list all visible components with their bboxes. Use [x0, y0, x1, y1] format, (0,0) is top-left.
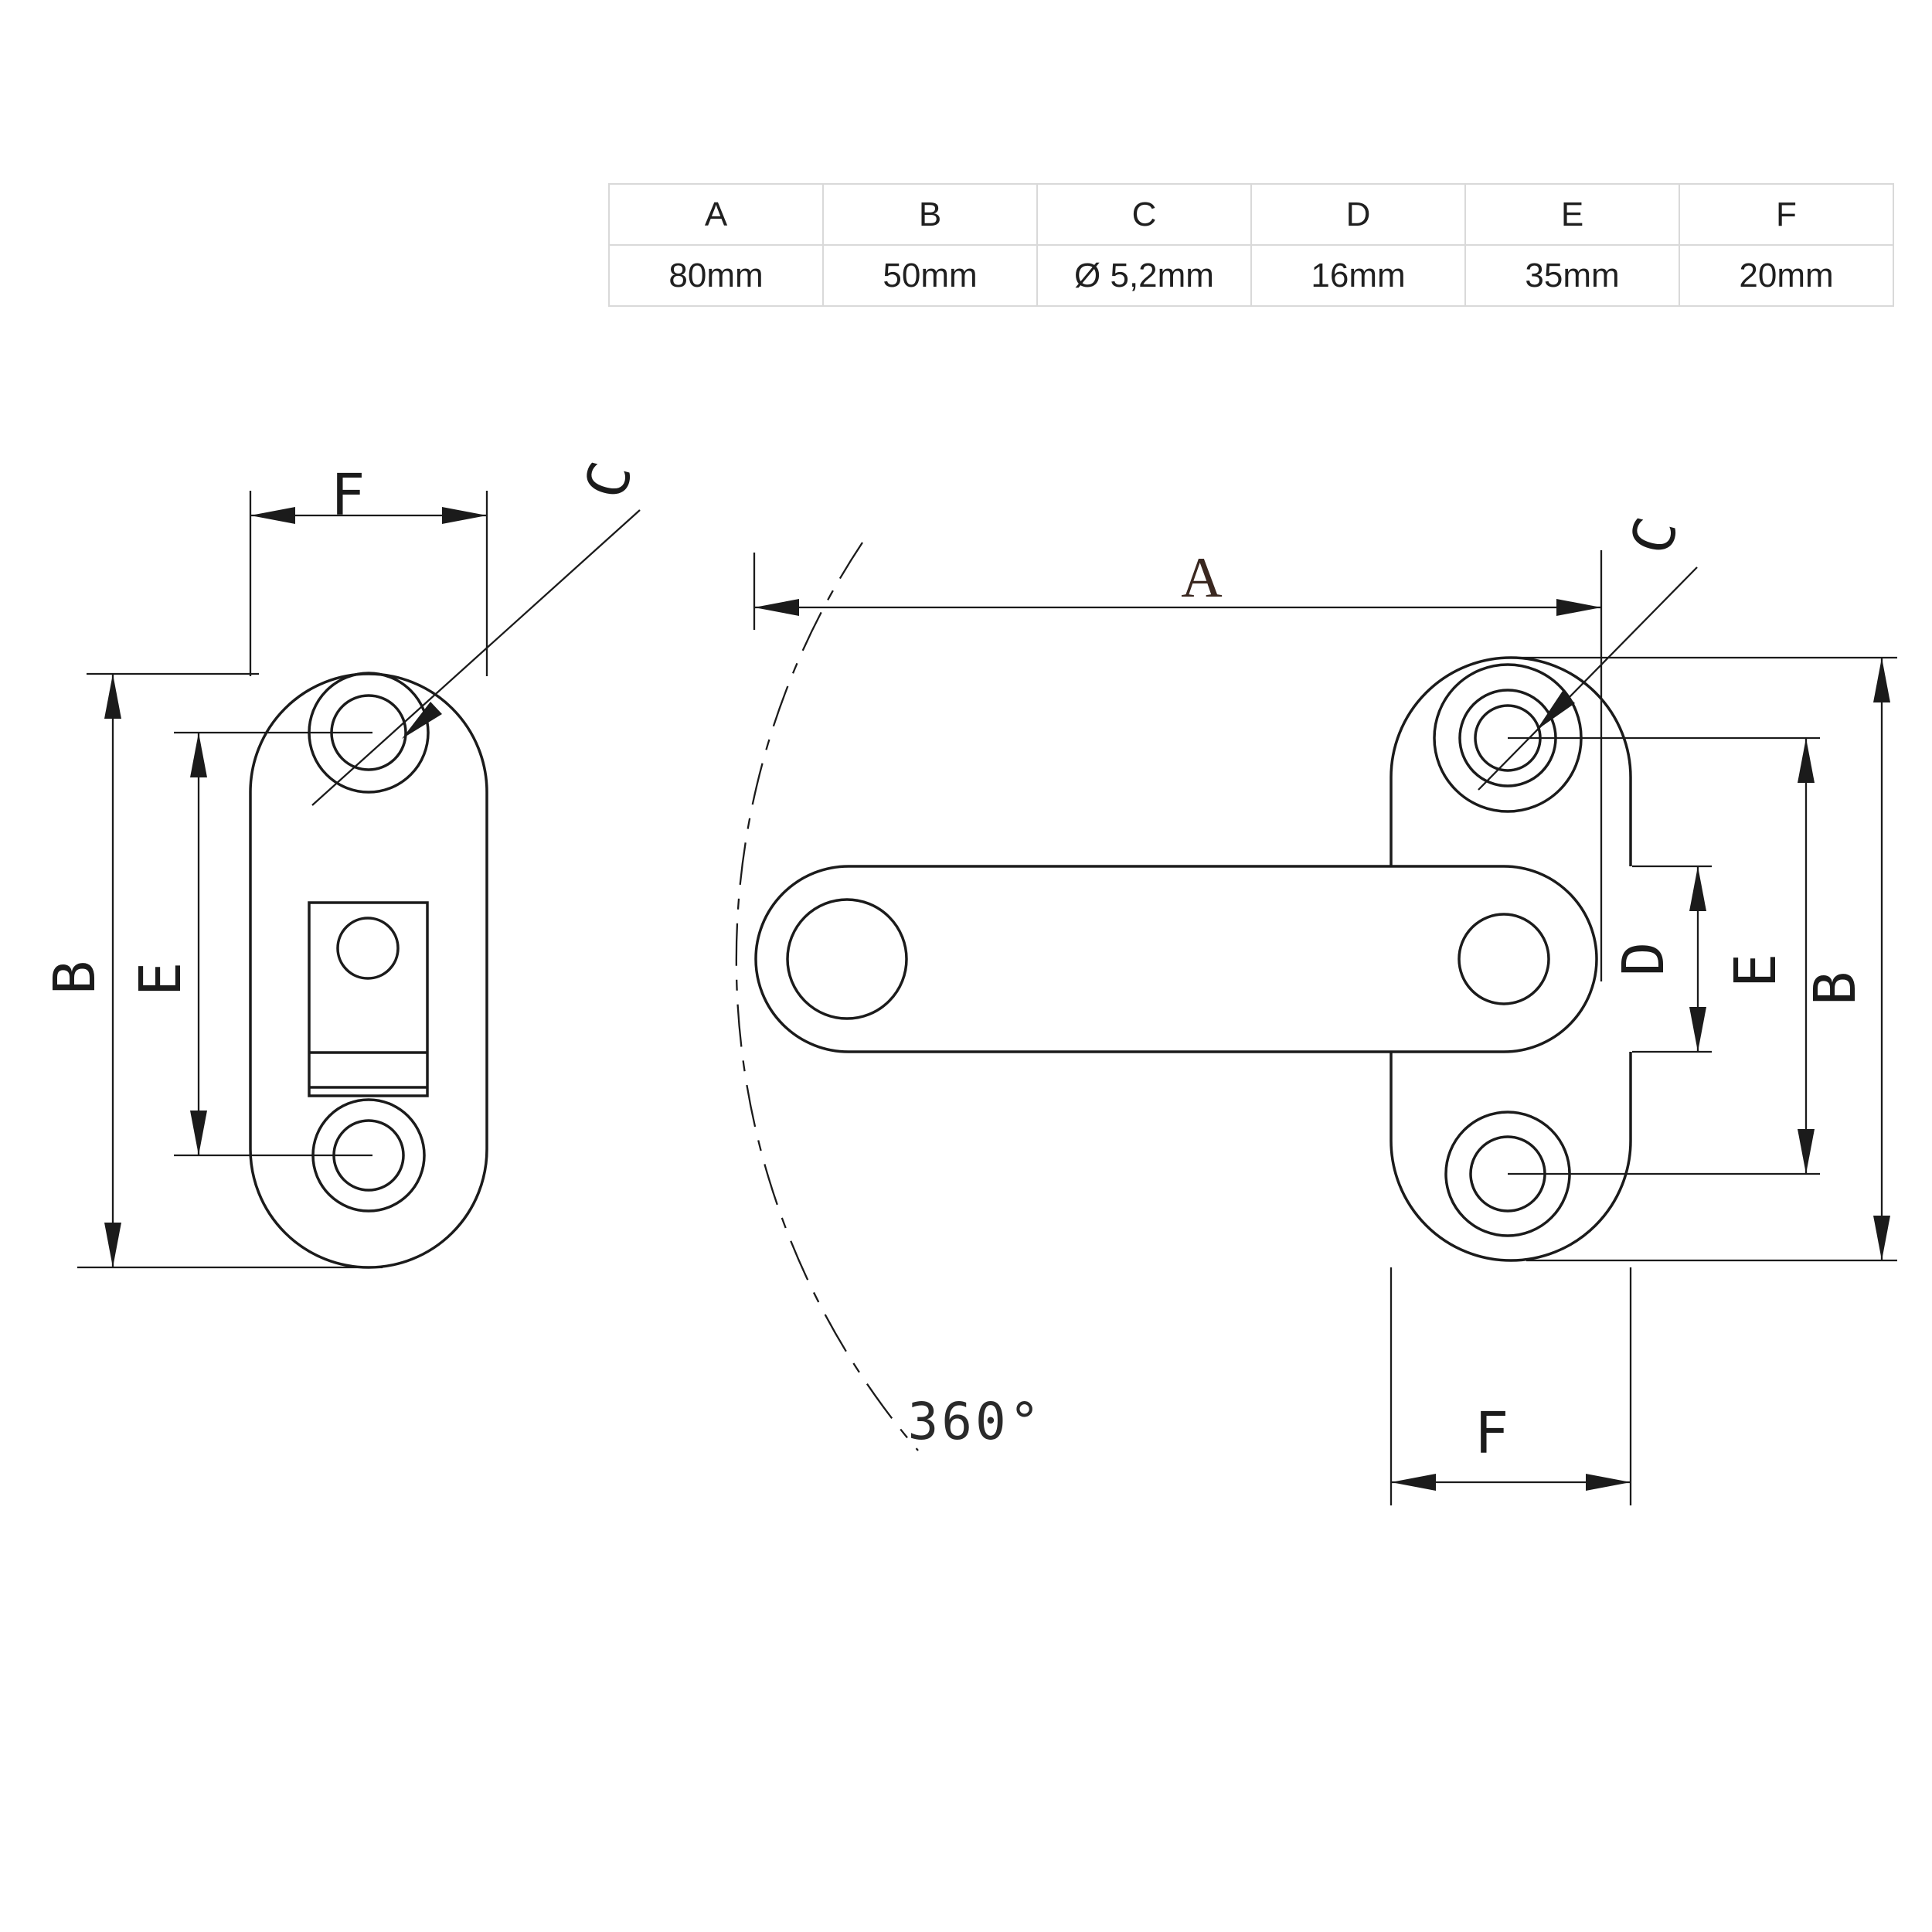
arrow-right-icon [1586, 1474, 1631, 1491]
swing-arm-outline [754, 865, 1598, 1053]
arrowhead-icon [1536, 691, 1575, 730]
arrow-left-icon [754, 599, 799, 616]
rotation-angle-label: 360° [908, 1392, 1043, 1451]
left-dim-B: B [42, 672, 383, 1269]
left-view [174, 672, 488, 1269]
right-plate-bottom [1389, 1052, 1632, 1262]
value-F: 20mm [1679, 244, 1894, 307]
arm-pivot-hole [1458, 913, 1550, 1005]
left-latch-plate [308, 901, 429, 1097]
header-C: C [1036, 183, 1252, 246]
arrow-down-icon [1689, 1007, 1706, 1052]
arrow-up-icon [190, 733, 207, 777]
value-A: 80mm [608, 244, 824, 307]
dimension-table: A B C D E F 80mm 50mm Ø 5,2mm 16mm 35mm … [608, 183, 1894, 307]
arrow-down-icon [1798, 1129, 1815, 1174]
right-f-label: F [1475, 1400, 1509, 1467]
left-c-label: C [573, 455, 646, 505]
header-E: E [1464, 183, 1680, 246]
arrow-up-icon [1689, 866, 1706, 911]
right-leader-C: C [1478, 511, 1698, 791]
arm-end-hole [786, 898, 908, 1020]
right-plate-top [1389, 656, 1632, 866]
right-dim-F: F [1389, 1267, 1632, 1505]
right-a-label: A [1181, 546, 1222, 610]
arrow-left-icon [1391, 1474, 1436, 1491]
header-A: A [608, 183, 824, 246]
left-dim-F: F [249, 462, 488, 676]
arrow-up-icon [1873, 658, 1890, 702]
header-B: B [822, 183, 1038, 246]
right-dim-D: D [1611, 865, 1712, 1053]
right-d-label: D [1611, 942, 1677, 977]
arrow-up-icon [104, 674, 121, 719]
arrow-right-icon [1556, 599, 1601, 616]
value-B: 50mm [822, 244, 1038, 307]
right-dim-E: E [1723, 738, 1815, 1174]
right-view: 360° [735, 542, 1820, 1451]
right-e-label: E [1723, 954, 1789, 988]
dimension-table-header-row: A B C D E F [608, 183, 1894, 246]
right-c-label: C [1618, 511, 1692, 561]
right-dim-B: B [1519, 656, 1897, 1262]
value-E: 35mm [1464, 244, 1680, 307]
left-f-label: F [331, 462, 366, 529]
rotation-arc [735, 542, 919, 1451]
leader-line [311, 509, 641, 806]
header-F: F [1679, 183, 1894, 246]
left-b-label: B [42, 961, 108, 995]
dimension-table-value-row: 80mm 50mm Ø 5,2mm 16mm 35mm 20mm [608, 244, 1894, 307]
arrow-down-icon [104, 1223, 121, 1267]
header-D: D [1250, 183, 1466, 246]
arrowhead-icon [402, 702, 442, 739]
leader-line [1478, 566, 1698, 791]
left-dim-E: E [128, 733, 207, 1155]
right-dim-A: A [753, 546, 1603, 981]
arrow-down-icon [1873, 1216, 1890, 1260]
left-plate-outline [249, 672, 488, 1269]
value-D: 16mm [1250, 244, 1466, 307]
right-b-label: B [1802, 971, 1869, 1006]
arrow-left-icon [250, 507, 295, 524]
left-latch-hole [336, 917, 400, 980]
arrow-right-icon [442, 507, 487, 524]
left-e-label: E [128, 962, 194, 997]
arrow-up-icon [1798, 738, 1815, 783]
value-C: Ø 5,2mm [1036, 244, 1252, 307]
arrow-down-icon [190, 1111, 207, 1155]
